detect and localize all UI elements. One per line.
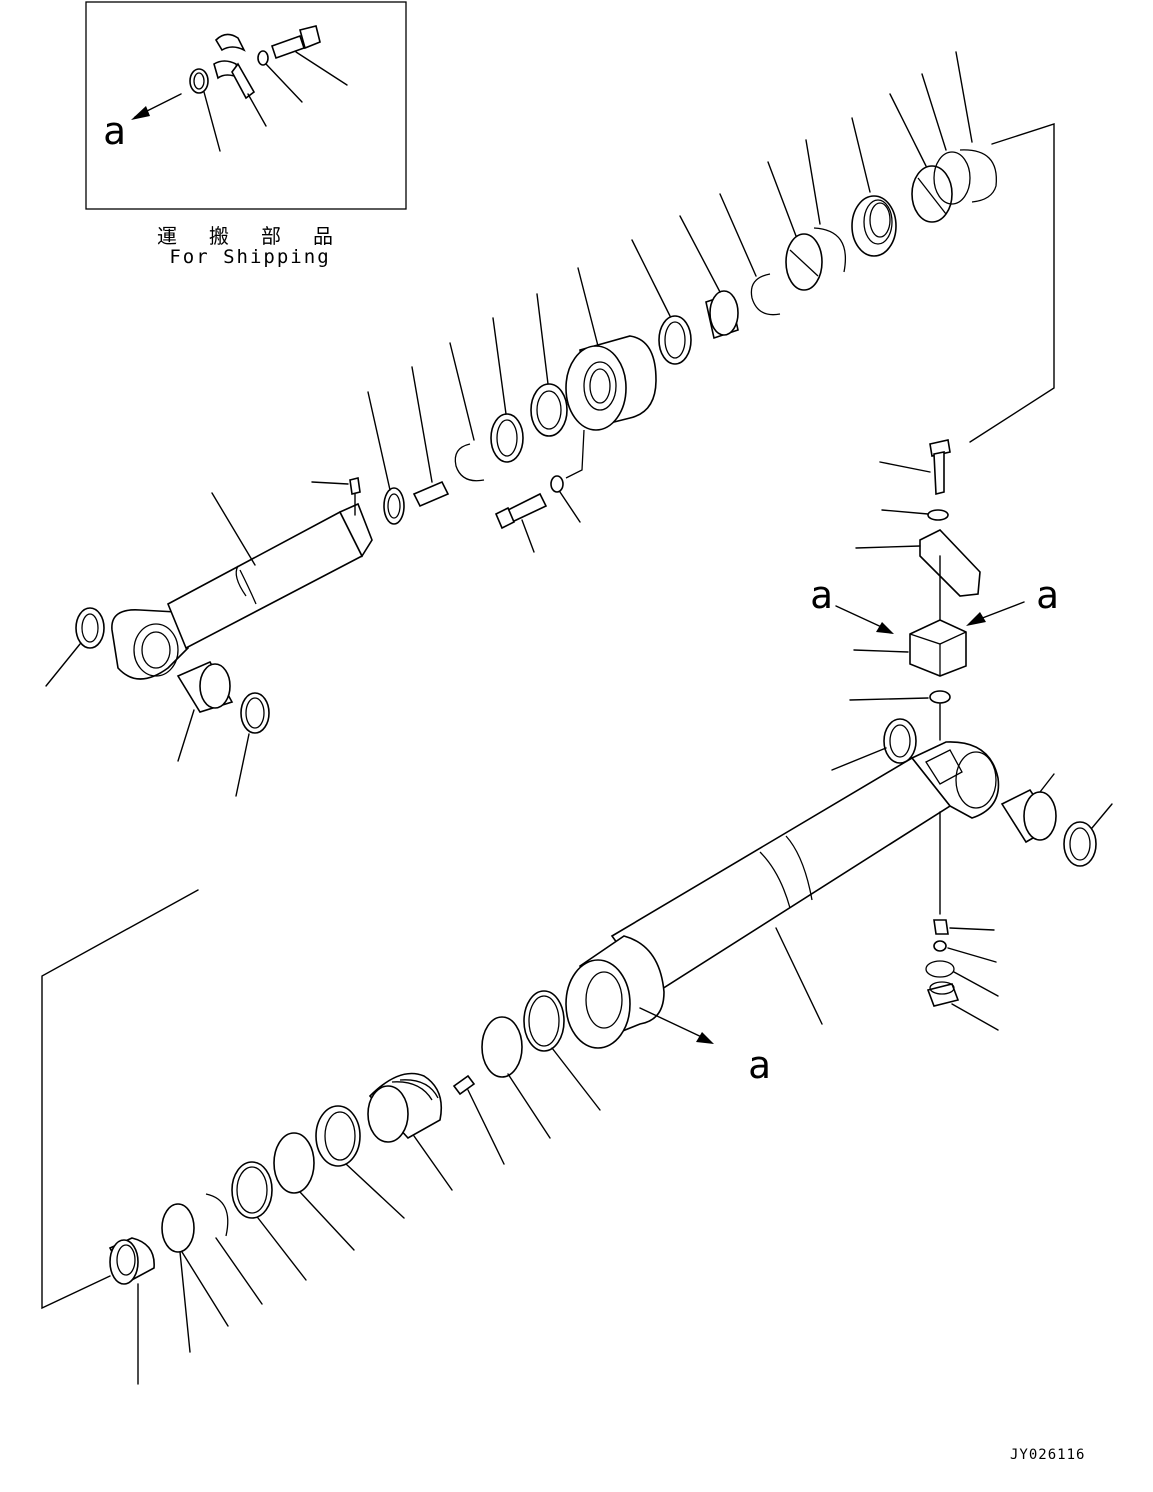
head-o-ring [889,93,953,223]
rod-bushing [176,660,234,762]
tube-fitting-spring [933,940,997,963]
inset-clamp [213,33,256,100]
head-snap-ring [449,342,485,482]
head-ring-2 [530,293,568,437]
valve-label-a-left: a [810,573,833,617]
tube-dust-seal [1063,803,1113,867]
inset-label-a: a [103,109,126,153]
head-seal-2 [767,161,823,291]
head-snap-ring-2 [719,193,781,316]
head-bushing [679,215,739,340]
piston-collar [179,1251,191,1353]
inset-caption-japanese: 運 搬 部 品 [156,224,344,248]
piston-ring [273,1132,355,1251]
head-seal-1 [631,239,692,365]
rod-end-seal [45,607,105,687]
head-buffer-seal [851,117,897,257]
valve-label-a-right: a [1036,573,1059,617]
piston-rod-assembly [111,492,373,680]
connector-line-upper [969,123,1055,443]
piston [367,1072,453,1191]
head-washer [550,429,585,523]
tube-bushing [1000,773,1057,844]
piston-snap-ring [205,1193,263,1305]
bracket-washer [881,509,949,521]
bracket-bolt [879,439,951,496]
inset-caption-english: For Shipping [169,246,331,268]
piston-nut [108,1237,155,1385]
shipping-parts-inset: a [85,1,407,210]
piston-retainer [161,1203,229,1327]
piston-cushion-ring [231,1161,307,1281]
rod-dust-seal [235,692,270,797]
tube-fitting-o-ring [925,960,999,997]
head-bolt [494,492,548,553]
rod-nut-ring [367,391,405,525]
cylinder-head [565,267,657,431]
piston-seal [315,1105,405,1219]
tube-fitting-plug [926,981,999,1031]
piston-pin [452,1074,505,1165]
head-backup-ring [805,139,846,273]
inset-bolt [270,25,321,60]
tube-end-seal [831,718,917,771]
bracket-plate [855,529,981,627]
inset-washer [257,50,269,66]
valve-o-ring [849,690,951,741]
grease-fitting-rod [311,477,361,516]
connector-line-lower [41,889,199,1310]
inset-ring [189,68,209,94]
piston-wear-ring [523,990,601,1111]
valve-block [853,619,967,677]
tube-label-a: a [748,1043,771,1087]
piston-backup-ring [481,1016,551,1139]
head-backup-ring-2 [921,73,971,205]
drawing-number: JY026116 [1010,1447,1086,1463]
rod-stud [411,366,450,508]
tube-grease-fitting [933,919,995,935]
head-ring-1 [490,317,524,463]
head-wiper-ring [955,51,997,203]
cylinder-tube: a [565,741,1000,1087]
